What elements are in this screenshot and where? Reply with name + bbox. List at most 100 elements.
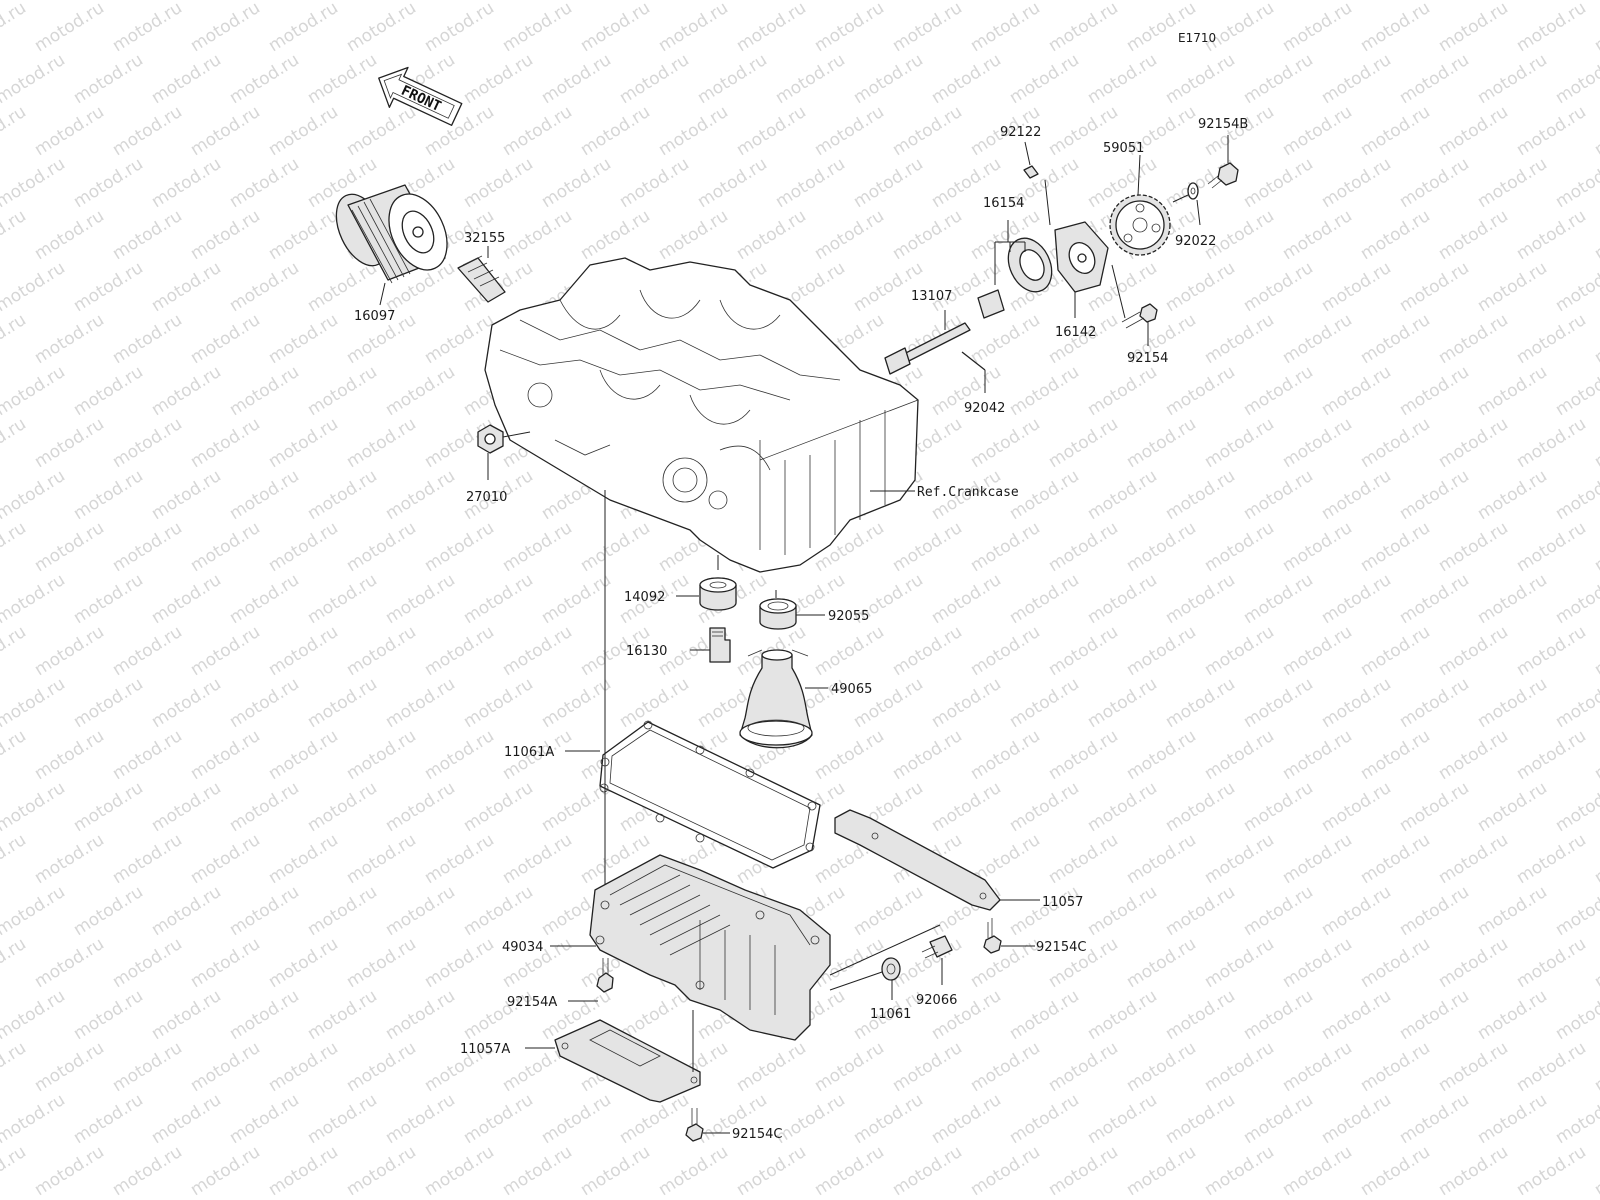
bolt-92154C-bottom[interactable]: [685, 1108, 704, 1142]
collar-14092[interactable]: [699, 577, 737, 611]
watermark-text: motod.ru: [70, 882, 147, 940]
watermark-text: motod.ru: [1162, 50, 1239, 108]
o-ring-92055[interactable]: [759, 598, 797, 630]
watermark-text: motod.ru: [148, 466, 225, 524]
watermark-text: motod.ru: [1435, 102, 1512, 160]
fitting-16130[interactable]: [709, 627, 731, 663]
watermark-text: motod.ru: [343, 726, 420, 784]
watermark-text: motod.ru: [109, 1038, 186, 1096]
bolt-92154B[interactable]: [1207, 162, 1239, 189]
watermark-text: motod.ru: [382, 986, 459, 1044]
part-label-92042: 92042: [964, 401, 1005, 416]
drain-plug[interactable]: [921, 935, 953, 959]
watermark-text: motod.ru: [499, 1142, 576, 1200]
watermark-text: motod.ru: [226, 258, 303, 316]
watermark-text: motod.ru: [0, 882, 69, 940]
watermark-text: motod.ru: [1162, 466, 1239, 524]
watermark-text: motod.ru: [343, 1142, 420, 1200]
part-label-92066: 92066: [916, 993, 957, 1008]
watermark-text: motod.ru: [967, 934, 1044, 992]
part-label-16097: 16097: [354, 309, 395, 324]
watermark-text: motod.ru: [811, 102, 888, 160]
watermark-text: motod.ru: [187, 310, 264, 368]
oil-pump-shaft[interactable]: [884, 322, 971, 375]
watermark-text: motod.ru: [265, 1142, 342, 1200]
watermark-text: motod.ru: [1084, 674, 1161, 732]
watermark-text: motod.ru: [1552, 570, 1600, 628]
watermark-text: motod.ru: [1240, 778, 1317, 836]
watermark-text: motod.ru: [1279, 414, 1356, 472]
watermark-text: motod.ru: [70, 986, 147, 1044]
watermark-text: motod.ru: [421, 0, 498, 56]
watermark-text: motod.ru: [304, 258, 381, 316]
part-label-27010: 27010: [466, 490, 507, 505]
watermark-text: motod.ru: [733, 206, 810, 264]
watermark-text: motod.ru: [1396, 1090, 1473, 1148]
watermark-text: motod.ru: [967, 518, 1044, 576]
watermark-text: motod.ru: [70, 466, 147, 524]
part-label-14092: 14092: [624, 590, 665, 605]
watermark-text: motod.ru: [343, 1038, 420, 1096]
watermark-text: motod.ru: [226, 154, 303, 212]
watermark-text: motod.ru: [655, 0, 732, 56]
oil-pump-body[interactable]: [1054, 221, 1109, 293]
watermark-text: motod.ru: [1591, 934, 1600, 992]
oil-pan[interactable]: [589, 854, 831, 1041]
watermark-text: motod.ru: [148, 1090, 225, 1148]
watermark-text: motod.ru: [0, 206, 30, 264]
washer-11061[interactable]: [881, 957, 901, 981]
bypass-spring[interactable]: [457, 255, 506, 303]
oil-pump-rotor[interactable]: [977, 231, 1060, 319]
bolt-92154C-right[interactable]: [983, 918, 1002, 954]
watermark-text: motod.ru: [577, 1142, 654, 1200]
watermark-text: motod.ru: [1513, 518, 1590, 576]
watermark-text: motod.ru: [538, 50, 615, 108]
watermark-text: motod.ru: [109, 414, 186, 472]
watermark-text: motod.ru: [1318, 0, 1395, 4]
watermark-text: motod.ru: [1201, 310, 1278, 368]
watermark-text: motod.ru: [1435, 830, 1512, 888]
watermark-text: motod.ru: [1123, 414, 1200, 472]
part-label-59051: 59051: [1103, 141, 1144, 156]
part-label-92122: 92122: [1000, 125, 1041, 140]
washer-92022[interactable]: [1187, 182, 1199, 200]
watermark-text: motod.ru: [31, 830, 108, 888]
bracket-11057[interactable]: [834, 809, 1001, 911]
watermark-text: motod.ru: [421, 1142, 498, 1200]
watermark-text: motod.ru: [0, 258, 69, 316]
oil-pump-gear[interactable]: [1109, 194, 1171, 256]
watermark-text: motod.ru: [850, 154, 927, 212]
pin-92042[interactable]: [961, 351, 986, 371]
bolt-92154A[interactable]: [596, 958, 614, 993]
watermark-text: motod.ru: [733, 102, 810, 160]
watermark-text: motod.ru: [499, 518, 576, 576]
ref-crankcase-label: Ref.Crankcase: [917, 485, 1019, 500]
watermark-text: motod.ru: [1591, 414, 1600, 472]
oil-pressure-switch[interactable]: [477, 424, 504, 454]
watermark-text: motod.ru: [421, 830, 498, 888]
watermark-text: motod.ru: [1513, 414, 1590, 472]
watermark-text: motod.ru: [1552, 362, 1600, 420]
watermark-text: motod.ru: [1123, 934, 1200, 992]
oil-pan-gasket[interactable]: [599, 720, 821, 869]
watermark-text: motod.ru: [811, 1038, 888, 1096]
watermark-text: motod.ru: [1513, 102, 1590, 160]
bracket-11057A[interactable]: [554, 1019, 701, 1103]
watermark-text: motod.ru: [1552, 1090, 1600, 1148]
pin-92122[interactable]: [1023, 165, 1039, 179]
watermark-text: motod.ru: [1318, 258, 1395, 316]
watermark-text: motod.ru: [1006, 674, 1083, 732]
watermark-text: motod.ru: [694, 0, 771, 4]
watermark-text: motod.ru: [0, 1090, 69, 1148]
watermark-text: motod.ru: [1552, 986, 1600, 1044]
watermark-text: motod.ru: [1123, 622, 1200, 680]
watermark-text: motod.ru: [187, 1038, 264, 1096]
oil-filter[interactable]: [326, 184, 458, 284]
watermark-text: motod.ru: [1435, 0, 1512, 56]
oil-strainer[interactable]: [739, 649, 813, 749]
watermark-text: motod.ru: [1435, 206, 1512, 264]
watermark-text: motod.ru: [538, 154, 615, 212]
watermark-text: motod.ru: [1162, 570, 1239, 628]
bolt-92154[interactable]: [1121, 303, 1158, 329]
